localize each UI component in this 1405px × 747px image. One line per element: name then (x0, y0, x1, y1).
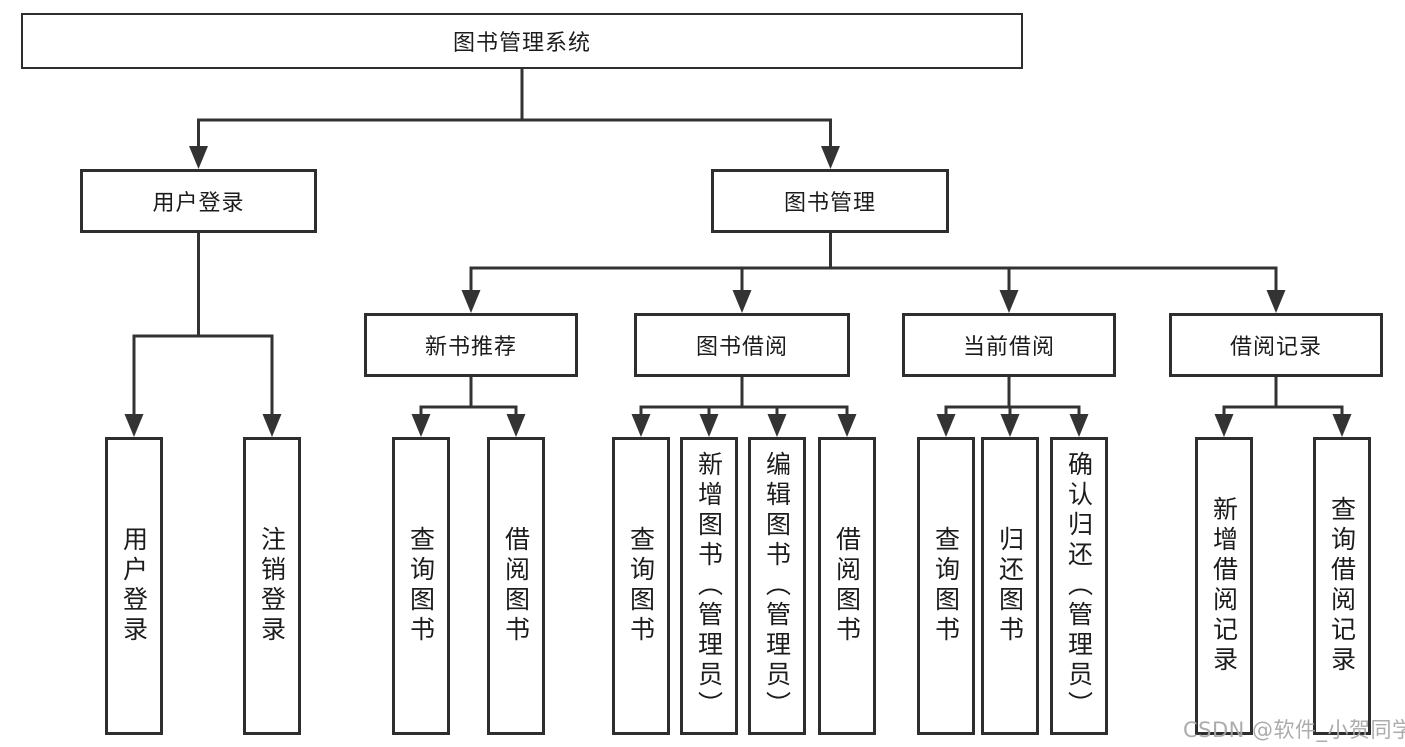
node-label: 图书管理系统 (452, 31, 591, 56)
leaf-add-books-admin: 新增图书（管理员） (680, 437, 738, 735)
leaf-confirm-return-admin: 确认归还（管理员） (1050, 437, 1108, 735)
leaf-label: 新增借阅记录 (1209, 496, 1239, 676)
leaf-borrow-books: 借阅图书 (818, 437, 876, 735)
leaf-query-books-borrow: 查询图书 (612, 437, 670, 735)
node-borrowing-records: 借阅记录 (1169, 313, 1383, 377)
leaf-borrow-books-recommend: 借阅图书 (487, 437, 545, 735)
leaf-label: 用户登录 (119, 526, 149, 646)
node-current-borrowing: 当前借阅 (902, 313, 1116, 377)
node-label: 用户登录 (152, 191, 245, 216)
leaf-logout: 注销登录 (243, 437, 301, 735)
node-label: 借阅记录 (1229, 335, 1322, 360)
node-label: 图书借阅 (695, 335, 788, 360)
node-book-borrowing: 图书借阅 (634, 313, 850, 377)
leaf-label: 查询图书 (626, 526, 656, 646)
leaf-label: 确认归还（管理员） (1064, 451, 1094, 721)
leaf-query-books-recommend: 查询图书 (392, 437, 450, 735)
leaf-query-borrow-record: 查询借阅记录 (1313, 437, 1371, 735)
leaf-label: 注销登录 (257, 526, 287, 646)
csdn-watermark: CSDN @软件_小贺同学 (1183, 718, 1405, 742)
leaf-label: 查询图书 (931, 526, 961, 646)
leaf-label: 借阅图书 (832, 526, 862, 646)
leaf-label: 编辑图书（管理员） (762, 451, 792, 721)
node-user-login: 用户登录 (80, 169, 317, 233)
leaf-add-borrow-record: 新增借阅记录 (1195, 437, 1253, 735)
node-library-management-system: 图书管理系统 (21, 13, 1023, 69)
node-new-book-recommendation: 新书推荐 (364, 313, 578, 377)
leaf-label: 查询借阅记录 (1327, 496, 1357, 676)
leaf-user-login: 用户登录 (105, 437, 163, 735)
leaf-label: 借阅图书 (501, 526, 531, 646)
leaf-return-books: 归还图书 (981, 437, 1039, 735)
node-label: 当前借阅 (962, 335, 1055, 360)
leaf-query-books-current: 查询图书 (917, 437, 975, 735)
leaf-label: 新增图书（管理员） (694, 451, 724, 721)
leaf-edit-books-admin: 编辑图书（管理员） (748, 437, 806, 735)
leaf-label: 查询图书 (406, 526, 436, 646)
node-label: 图书管理 (783, 191, 876, 216)
node-book-management: 图书管理 (711, 169, 949, 233)
leaf-label: 归还图书 (995, 526, 1025, 646)
node-label: 新书推荐 (424, 335, 517, 360)
